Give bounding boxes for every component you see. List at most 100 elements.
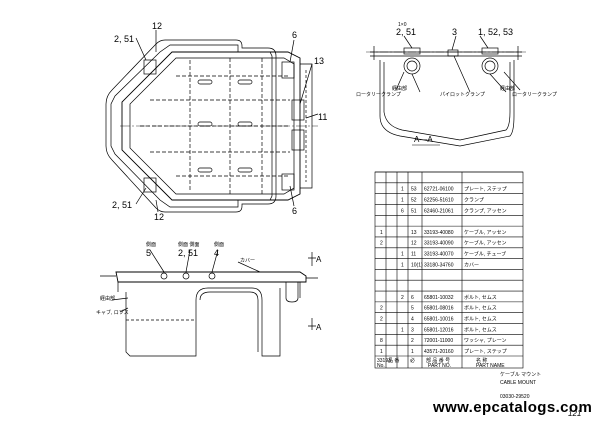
cell-item: 2 (411, 338, 414, 344)
cell-part-no: 65801-12016 (424, 327, 454, 333)
label-rotary-clamp-right: ロータリークランプ (512, 91, 557, 98)
cell-item: 10(1) (411, 262, 423, 268)
parts-table-header: 33193 品 番 必 部 品 番 号 名 称 No. PART NO. PAR… (377, 357, 505, 369)
section-aa-labels: 1×0 2, 51 3 1, 52, 53 ロータリークランプ パイロットクラン… (356, 22, 557, 144)
header-col5: 名 称 (476, 357, 487, 364)
cell-c1: 2 (380, 241, 383, 247)
cell-part-no: 62460-21061 (424, 208, 454, 214)
cell-name: ケーブル, アッセン (464, 229, 506, 236)
cell-c1: 1 (380, 349, 383, 355)
cell-name: プレート, ステップ (464, 187, 507, 193)
cell-c3: 1 (401, 327, 404, 333)
cell-part-no: 62721-06100 (424, 187, 454, 193)
callout-2-51-section: 2, 51 (396, 27, 416, 37)
table-row: 2 12 33193-40090 ケーブル, アッセン (380, 240, 506, 247)
cell-name: ボルト, セムス (464, 294, 497, 301)
cell-c1: 2 (380, 306, 383, 312)
callout-2-51-top: 2, 51 (114, 34, 134, 44)
parts-table-grid (374, 171, 524, 369)
table-row: 1 13 33193-40080 ケーブル, アッセン (380, 229, 506, 236)
subheader-col1: No. (377, 363, 385, 369)
callout-2-51-side: 2, 51 (178, 248, 198, 258)
callout-4-small: 側面 (214, 241, 224, 248)
table-row: 1 10(1)33180-34760 カバー (401, 262, 479, 268)
cell-name: ケーブル, チューブ (464, 251, 506, 258)
top-view-drawing (105, 30, 319, 213)
cell-item: 13 (411, 230, 417, 236)
cell-part-no: 33180-34760 (424, 262, 454, 268)
label-pilot-clamp: パイロットクランプ (440, 92, 485, 98)
side-view-drawing (100, 249, 318, 357)
header-col4: 部 品 番 号 (426, 357, 450, 364)
cell-c3: 1 (401, 252, 404, 258)
label-rotary-clamp-left: ロータリークランプ (356, 91, 401, 98)
table-row: 2 6 65801-10032 ボルト, セムス (401, 294, 497, 301)
cell-item: 5 (411, 306, 414, 312)
cell-part-no: 65801-10032 (424, 295, 454, 301)
callout-2-51-bottom: 2, 51 (112, 200, 132, 210)
cell-item: 12 (411, 241, 417, 247)
table-row: 8 2 72001-11000 ワッシャ, プレーン (380, 338, 507, 344)
title-en: CABLE MOUNT (500, 380, 536, 386)
cell-part-no: 33193-40080 (424, 230, 454, 236)
cell-c1: 8 (380, 338, 383, 344)
cell-c3: 1 (401, 262, 404, 268)
section-title: A—A (414, 135, 433, 144)
header-col3: 必 (410, 357, 415, 364)
header-col1: 33193 (377, 358, 391, 364)
callout-5: 5 (146, 248, 151, 258)
section-marker-bottom: A (316, 323, 322, 332)
callout-1-52-53: 1, 52, 53 (478, 27, 513, 37)
cell-name: クランプ, アッセン (464, 208, 507, 214)
cell-item: 11 (411, 252, 416, 258)
cell-c3: 6 (401, 208, 404, 214)
table-row: 1 3 65801-12016 ボルト, セムス (401, 326, 497, 333)
cell-name: ワッシャ, プレーン (464, 338, 507, 344)
top-view-labels: 12 2, 51 6 13 11 6 2, 51 12 (112, 21, 327, 222)
cell-part-no: 62256-51610 (424, 197, 454, 203)
subheader-col4: PART NO. (428, 363, 451, 369)
header-col2: 品 番 (388, 357, 399, 364)
callout-12-bottom: 12 (154, 212, 164, 222)
callout-11: 11 (318, 112, 327, 122)
table-row: 2 4 65801-10016 ボルト, セムス (380, 315, 497, 322)
watermark: www.epcatalogs.com (433, 399, 593, 416)
subheader-col5: PART NAME (476, 363, 505, 369)
label-left-1: 経由部 (100, 295, 115, 302)
cell-c1: 1 (380, 230, 383, 236)
cell-part-no: 72001-11000 (424, 338, 453, 344)
cell-name: ケーブル, アッセン (464, 240, 506, 247)
cell-c3: 2 (401, 295, 404, 301)
cell-name: ボルト, セムス (464, 305, 497, 312)
page-number: 121 (568, 409, 581, 418)
callout-12-top: 12 (152, 21, 162, 31)
callout-4: 4 (214, 248, 219, 258)
cell-name: プレート, ステップ (464, 349, 507, 355)
cell-name: ボルト, セムス (464, 315, 497, 322)
title-jp: ケーブル マウント (500, 371, 541, 378)
cell-c1: 2 (380, 316, 383, 322)
cell-name: ボルト, セムス (464, 326, 497, 333)
cell-item: 52 (411, 197, 417, 203)
cell-c3: 1 (401, 187, 404, 193)
section-aa-drawing (366, 35, 526, 147)
label-cover: カバー (240, 258, 255, 264)
table-row: 2 5 65801-08016 ボルト, セムス (380, 305, 497, 312)
cell-item: 3 (411, 327, 414, 333)
callout-5-small: 側面 (146, 241, 156, 248)
cell-part-no: 33193-40090 (424, 241, 454, 247)
cell-part-no: 65801-10016 (424, 316, 454, 322)
cell-item: 6 (411, 295, 414, 301)
cell-part-no: 43571-20160 (424, 349, 454, 355)
cell-c3: 1 (401, 197, 404, 203)
callout-6-bottom: 6 (292, 206, 297, 216)
cell-item: 4 (411, 316, 414, 322)
cell-part-no: 65801-08016 (424, 306, 454, 312)
callout-small-left: 1×0 (398, 22, 407, 28)
cell-name: カバー (464, 262, 479, 268)
title-block: ケーブル マウント CABLE MOUNT 03030-29520 121 (500, 371, 581, 418)
parts-table: 1 5 3 62721-06100 プレート, ステップ 1 52 62256-51610 クラ… (380, 187, 507, 355)
